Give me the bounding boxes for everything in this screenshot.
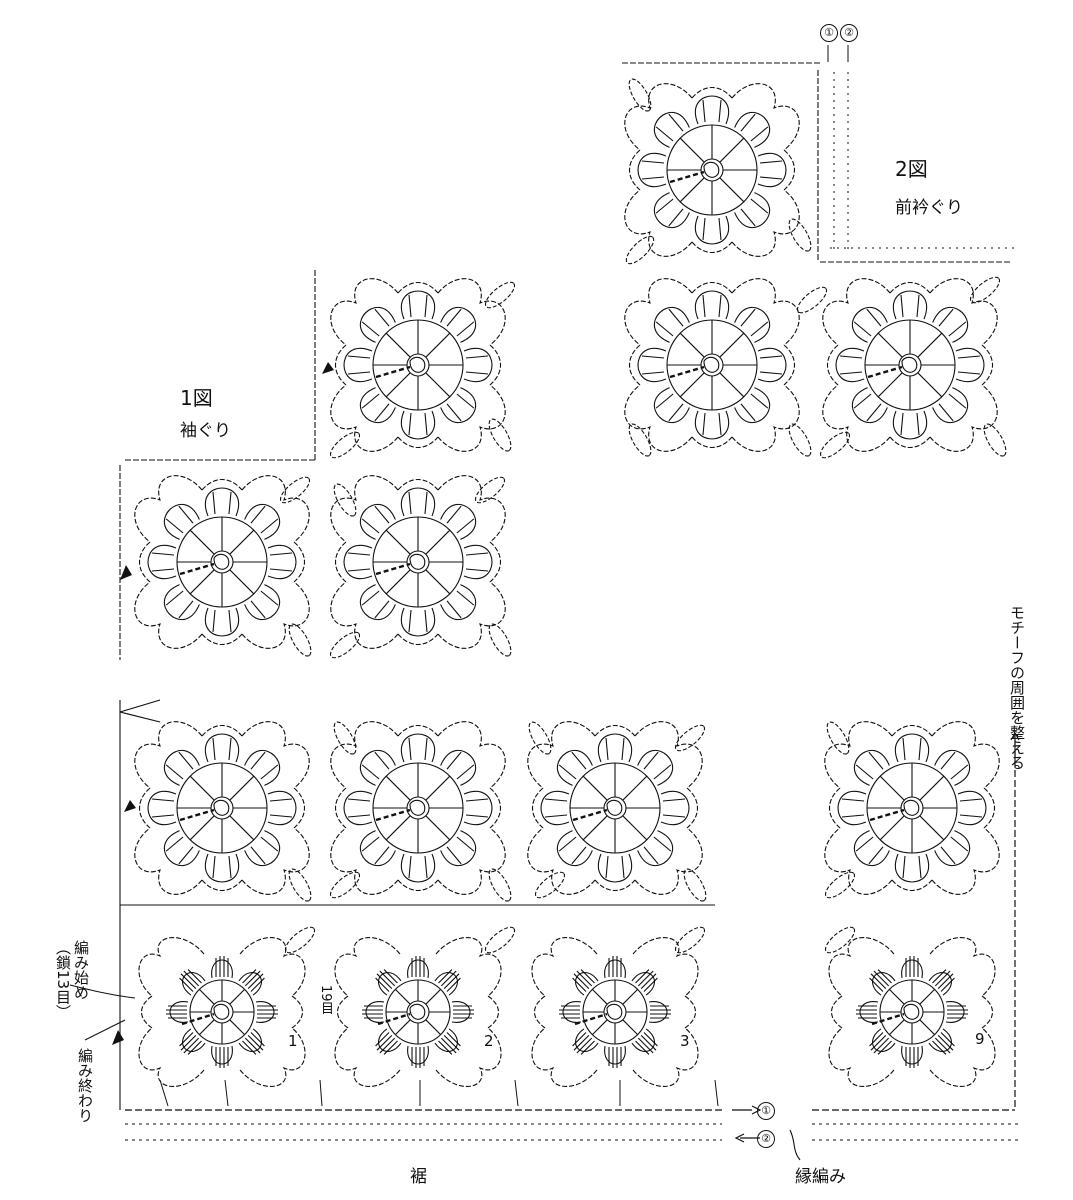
motif-number-1: 1 [288, 1032, 298, 1050]
motif-number-2: 2 [484, 1032, 494, 1050]
row-marker-1-top: ① [820, 24, 838, 42]
figure1-subtitle: 袖ぐり [180, 421, 231, 441]
figure2-chart [621, 45, 1015, 463]
label-adjust-note: モチーフの周囲を整える [1008, 605, 1026, 770]
label-hem: 裾 [410, 1167, 427, 1187]
label-leaders [69, 984, 136, 1041]
figure1-chart [119, 270, 519, 663]
figure1-title: 1図 [180, 386, 213, 410]
label-edging: 縁編み [795, 1167, 846, 1187]
label-start-chain: （鎖13目） [54, 940, 72, 1020]
motif-number-3: 3 [680, 1032, 690, 1050]
label-start: 編み始め [72, 940, 90, 1000]
motif-number-9: 9 [975, 1030, 985, 1048]
side-chart [789, 718, 1020, 1161]
row-marker-1: ① [757, 1102, 775, 1120]
figure2-subtitle: 前衿ぐり [895, 198, 963, 218]
figure2-title: 2図 [895, 157, 928, 181]
label-chain-19: 19目 [318, 985, 333, 1015]
row-marker-2: ② [757, 1130, 775, 1148]
end-marker-icon [112, 1030, 124, 1045]
row-marker-2-top: ② [840, 24, 858, 42]
main-chart [119, 699, 762, 1143]
label-end: 編み終わり [76, 1048, 94, 1123]
